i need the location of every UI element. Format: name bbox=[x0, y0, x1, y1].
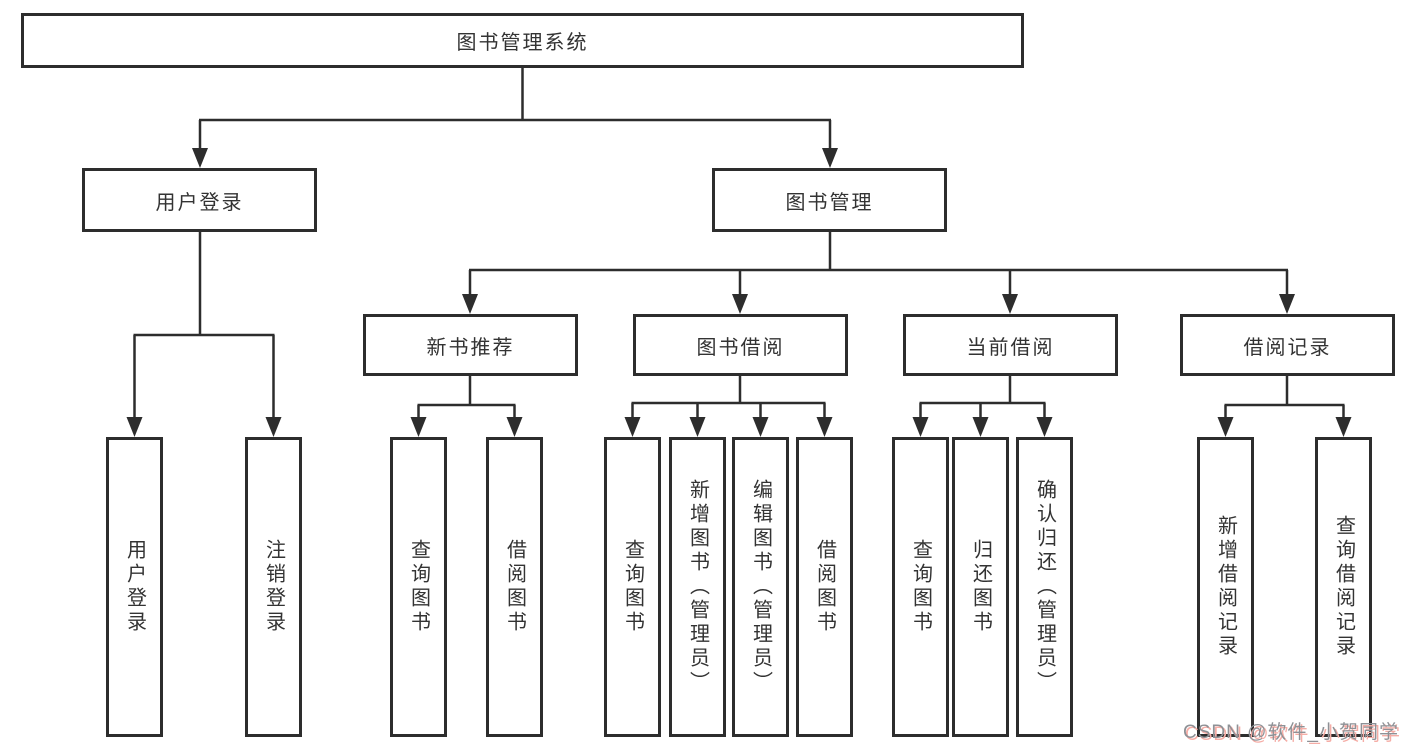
leaf-user-login: 用户登录 bbox=[106, 437, 163, 737]
node-new-book-recommend-label: 新书推荐 bbox=[426, 336, 515, 359]
node-new-book-recommend: 新书推荐 bbox=[363, 314, 578, 376]
node-borrowing-records-label: 借阅记录 bbox=[1243, 336, 1332, 359]
leaf-add-books-admin: 新增图书（管理员） bbox=[669, 437, 726, 737]
leaf-return-books-label: 归还图书 bbox=[969, 539, 992, 635]
leaf-borrow-books-label: 借阅图书 bbox=[813, 539, 836, 635]
leaf-logout-label: 注销登录 bbox=[262, 539, 285, 635]
leaf-query-borrow-record: 查询借阅记录 bbox=[1315, 437, 1372, 737]
node-book-borrowing-label: 图书借阅 bbox=[696, 336, 785, 359]
node-current-borrowing-label: 当前借阅 bbox=[966, 336, 1055, 359]
csdn-watermark: CSDN @软件_小贺同学 bbox=[1183, 722, 1399, 743]
leaf-query-books-recommend-label: 查询图书 bbox=[407, 539, 430, 635]
leaf-user-login-label: 用户登录 bbox=[123, 539, 146, 635]
leaf-borrow-books-recommend: 借阅图书 bbox=[486, 437, 543, 737]
node-root-label: 图书管理系统 bbox=[456, 32, 589, 54]
node-root-system: 图书管理系统 bbox=[21, 13, 1024, 68]
leaf-confirm-return-admin-label: 确认归还（管理员） bbox=[1033, 479, 1056, 695]
leaf-confirm-return-admin: 确认归还（管理员） bbox=[1016, 437, 1073, 737]
node-current-borrowing: 当前借阅 bbox=[903, 314, 1118, 376]
node-book-management: 图书管理 bbox=[712, 168, 947, 232]
node-borrowing-records: 借阅记录 bbox=[1180, 314, 1395, 376]
leaf-query-books-current: 查询图书 bbox=[892, 437, 949, 737]
leaf-query-books-borrowing-label: 查询图书 bbox=[621, 539, 644, 635]
leaf-add-borrow-record: 新增借阅记录 bbox=[1197, 437, 1254, 737]
node-user-login: 用户登录 bbox=[82, 168, 317, 232]
leaf-logout: 注销登录 bbox=[245, 437, 302, 737]
leaf-edit-books-admin-label: 编辑图书（管理员） bbox=[749, 479, 772, 695]
leaf-add-borrow-record-label: 新增借阅记录 bbox=[1214, 515, 1237, 659]
node-book-management-label: 图书管理 bbox=[785, 191, 874, 214]
leaf-query-books-current-label: 查询图书 bbox=[909, 539, 932, 635]
node-user-login-label: 用户登录 bbox=[155, 191, 244, 214]
leaf-query-borrow-record-label: 查询借阅记录 bbox=[1332, 515, 1355, 659]
node-book-borrowing: 图书借阅 bbox=[633, 314, 848, 376]
leaf-borrow-books: 借阅图书 bbox=[796, 437, 853, 737]
leaf-query-books-borrowing: 查询图书 bbox=[604, 437, 661, 737]
leaf-add-books-admin-label: 新增图书（管理员） bbox=[686, 479, 709, 695]
leaf-borrow-books-recommend-label: 借阅图书 bbox=[503, 539, 526, 635]
leaf-edit-books-admin: 编辑图书（管理员） bbox=[732, 437, 789, 737]
leaf-return-books: 归还图书 bbox=[952, 437, 1009, 737]
leaf-query-books-recommend: 查询图书 bbox=[390, 437, 447, 737]
